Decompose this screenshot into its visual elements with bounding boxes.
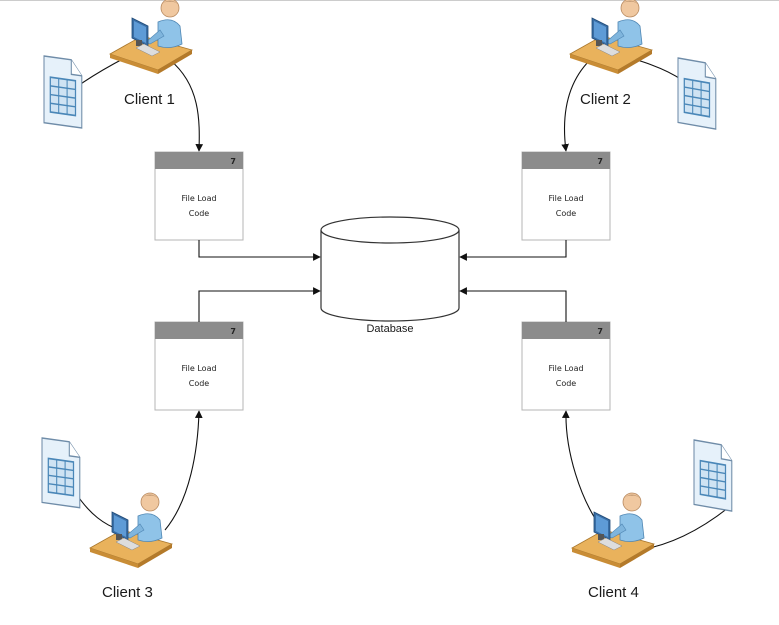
box-label-line1: File Load bbox=[548, 364, 583, 373]
client-3-label: Client 3 bbox=[102, 584, 153, 601]
database-label: Database bbox=[366, 323, 413, 335]
database-cylinder-icon bbox=[320, 216, 460, 322]
connector-client2-box2 bbox=[561, 59, 591, 152]
connector-client1-box1 bbox=[169, 59, 204, 152]
file-load-box-2: 7 File Load Code bbox=[521, 151, 611, 241]
client-1-label: Client 1 bbox=[124, 91, 175, 108]
file-load-box-1: 7 File Load Code bbox=[154, 151, 244, 241]
spreadsheet-document-icon bbox=[677, 57, 717, 130]
box-label-line1: File Load bbox=[181, 364, 216, 373]
client-2-label: Client 2 bbox=[580, 91, 631, 108]
box-number: 7 bbox=[230, 157, 236, 166]
box-label-line2: Code bbox=[189, 379, 210, 388]
file-load-box-3: 7 File Load Code bbox=[154, 321, 244, 411]
database: Database bbox=[320, 216, 460, 335]
box-number: 7 bbox=[597, 157, 603, 166]
box-label-line2: Code bbox=[556, 379, 577, 388]
connector-client4-box4 bbox=[561, 410, 604, 531]
spreadsheet-document-icon bbox=[41, 437, 81, 509]
connector-box3-database bbox=[198, 287, 321, 322]
spreadsheet-document-icon bbox=[43, 55, 83, 129]
box-label-line1: File Load bbox=[548, 194, 583, 203]
spreadsheet-document-icon bbox=[693, 439, 733, 512]
user-at-computer-icon bbox=[571, 492, 655, 569]
connector-box4-database bbox=[459, 287, 567, 322]
client-4-label: Client 4 bbox=[588, 584, 639, 601]
box-number: 7 bbox=[230, 327, 236, 336]
connector-client3-box3 bbox=[164, 410, 203, 531]
box-label-line2: Code bbox=[556, 209, 577, 218]
box-number: 7 bbox=[597, 327, 603, 336]
connector-box2-database bbox=[459, 240, 567, 261]
user-at-computer-icon bbox=[89, 492, 173, 569]
user-at-computer-icon bbox=[109, 0, 193, 75]
box-label-line1: File Load bbox=[181, 194, 216, 203]
box-label-line2: Code bbox=[189, 209, 210, 218]
user-at-computer-icon bbox=[569, 0, 653, 75]
connector-box1-database bbox=[198, 240, 321, 261]
file-load-box-4: 7 File Load Code bbox=[521, 321, 611, 411]
